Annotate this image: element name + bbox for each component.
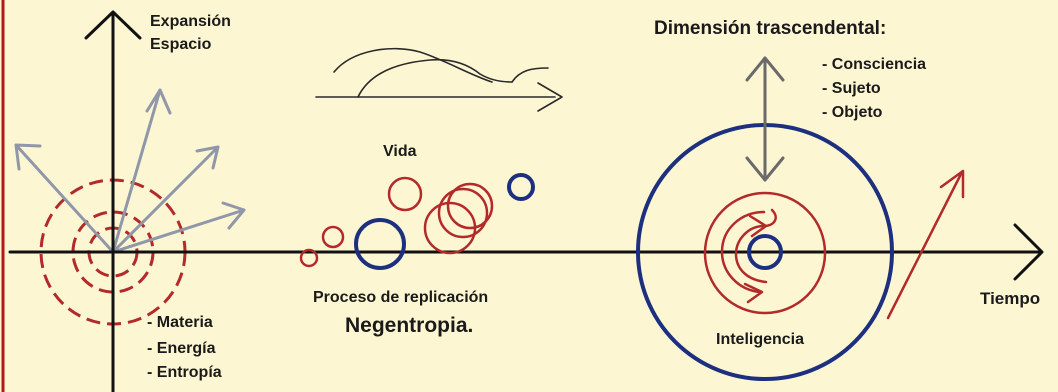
wave-curve-top xyxy=(333,47,493,83)
subject-label: - Sujeto xyxy=(822,80,881,97)
expansion-arrows xyxy=(14,88,246,254)
spiral-outer-head xyxy=(743,282,764,304)
matter-label: - Materia xyxy=(147,314,213,331)
expansion-label: Expansión xyxy=(150,13,231,30)
entropy-label: - Entropía xyxy=(147,364,222,381)
life-label: Vida xyxy=(383,143,417,160)
wave-curve-upper xyxy=(357,58,513,98)
replication-process-label: Proceso de replicación xyxy=(313,289,489,306)
intelligence-red-circle xyxy=(703,191,827,315)
replication-circle xyxy=(299,248,319,268)
expansion-arrow-upright xyxy=(111,145,220,254)
axes xyxy=(8,10,1044,392)
evolution-arrow-head xyxy=(939,169,965,199)
replication-circle xyxy=(387,176,423,212)
energy-label: - Energía xyxy=(147,340,216,357)
expansion-arrow-left xyxy=(14,143,115,254)
replication-circle xyxy=(321,225,345,249)
replication-circle-blue xyxy=(507,173,535,201)
transcendental-arrow xyxy=(745,56,785,182)
y-axis-arrowhead xyxy=(84,10,142,40)
life-wave-arrow xyxy=(315,47,563,112)
spiral-top xyxy=(762,208,777,228)
replication-circle xyxy=(437,187,489,239)
replication-circles xyxy=(299,173,535,270)
object-label: - Objeto xyxy=(822,104,883,121)
evolution-arrow xyxy=(886,169,965,320)
negentropy-label: Negentropia. xyxy=(345,314,474,337)
time-label: Tiempo xyxy=(980,289,1041,308)
wave-curve-tail xyxy=(511,67,549,83)
replication-circle-blue xyxy=(354,218,406,270)
intelligence-label: Inteligencia xyxy=(716,331,805,348)
transcendental-arrow-up xyxy=(745,56,785,82)
transcendental-arrow-down xyxy=(745,156,785,182)
expansion-arrow-up xyxy=(111,88,172,254)
intelligence-core-circle xyxy=(747,234,783,270)
replication-circle xyxy=(446,182,494,230)
spiral-outer xyxy=(720,210,766,294)
consciousness-label: - Consciencia xyxy=(822,56,927,73)
evolution-arrow-shaft xyxy=(886,170,964,320)
wave-arrow-head xyxy=(537,82,563,112)
expansion-arrow-right xyxy=(111,201,246,254)
spiral-mid xyxy=(734,224,768,284)
transcendental-dimension-title: Dimensión trascendental: xyxy=(654,18,887,39)
time-axis-arrowhead xyxy=(1013,223,1044,281)
space-label: Espacio xyxy=(150,36,212,53)
